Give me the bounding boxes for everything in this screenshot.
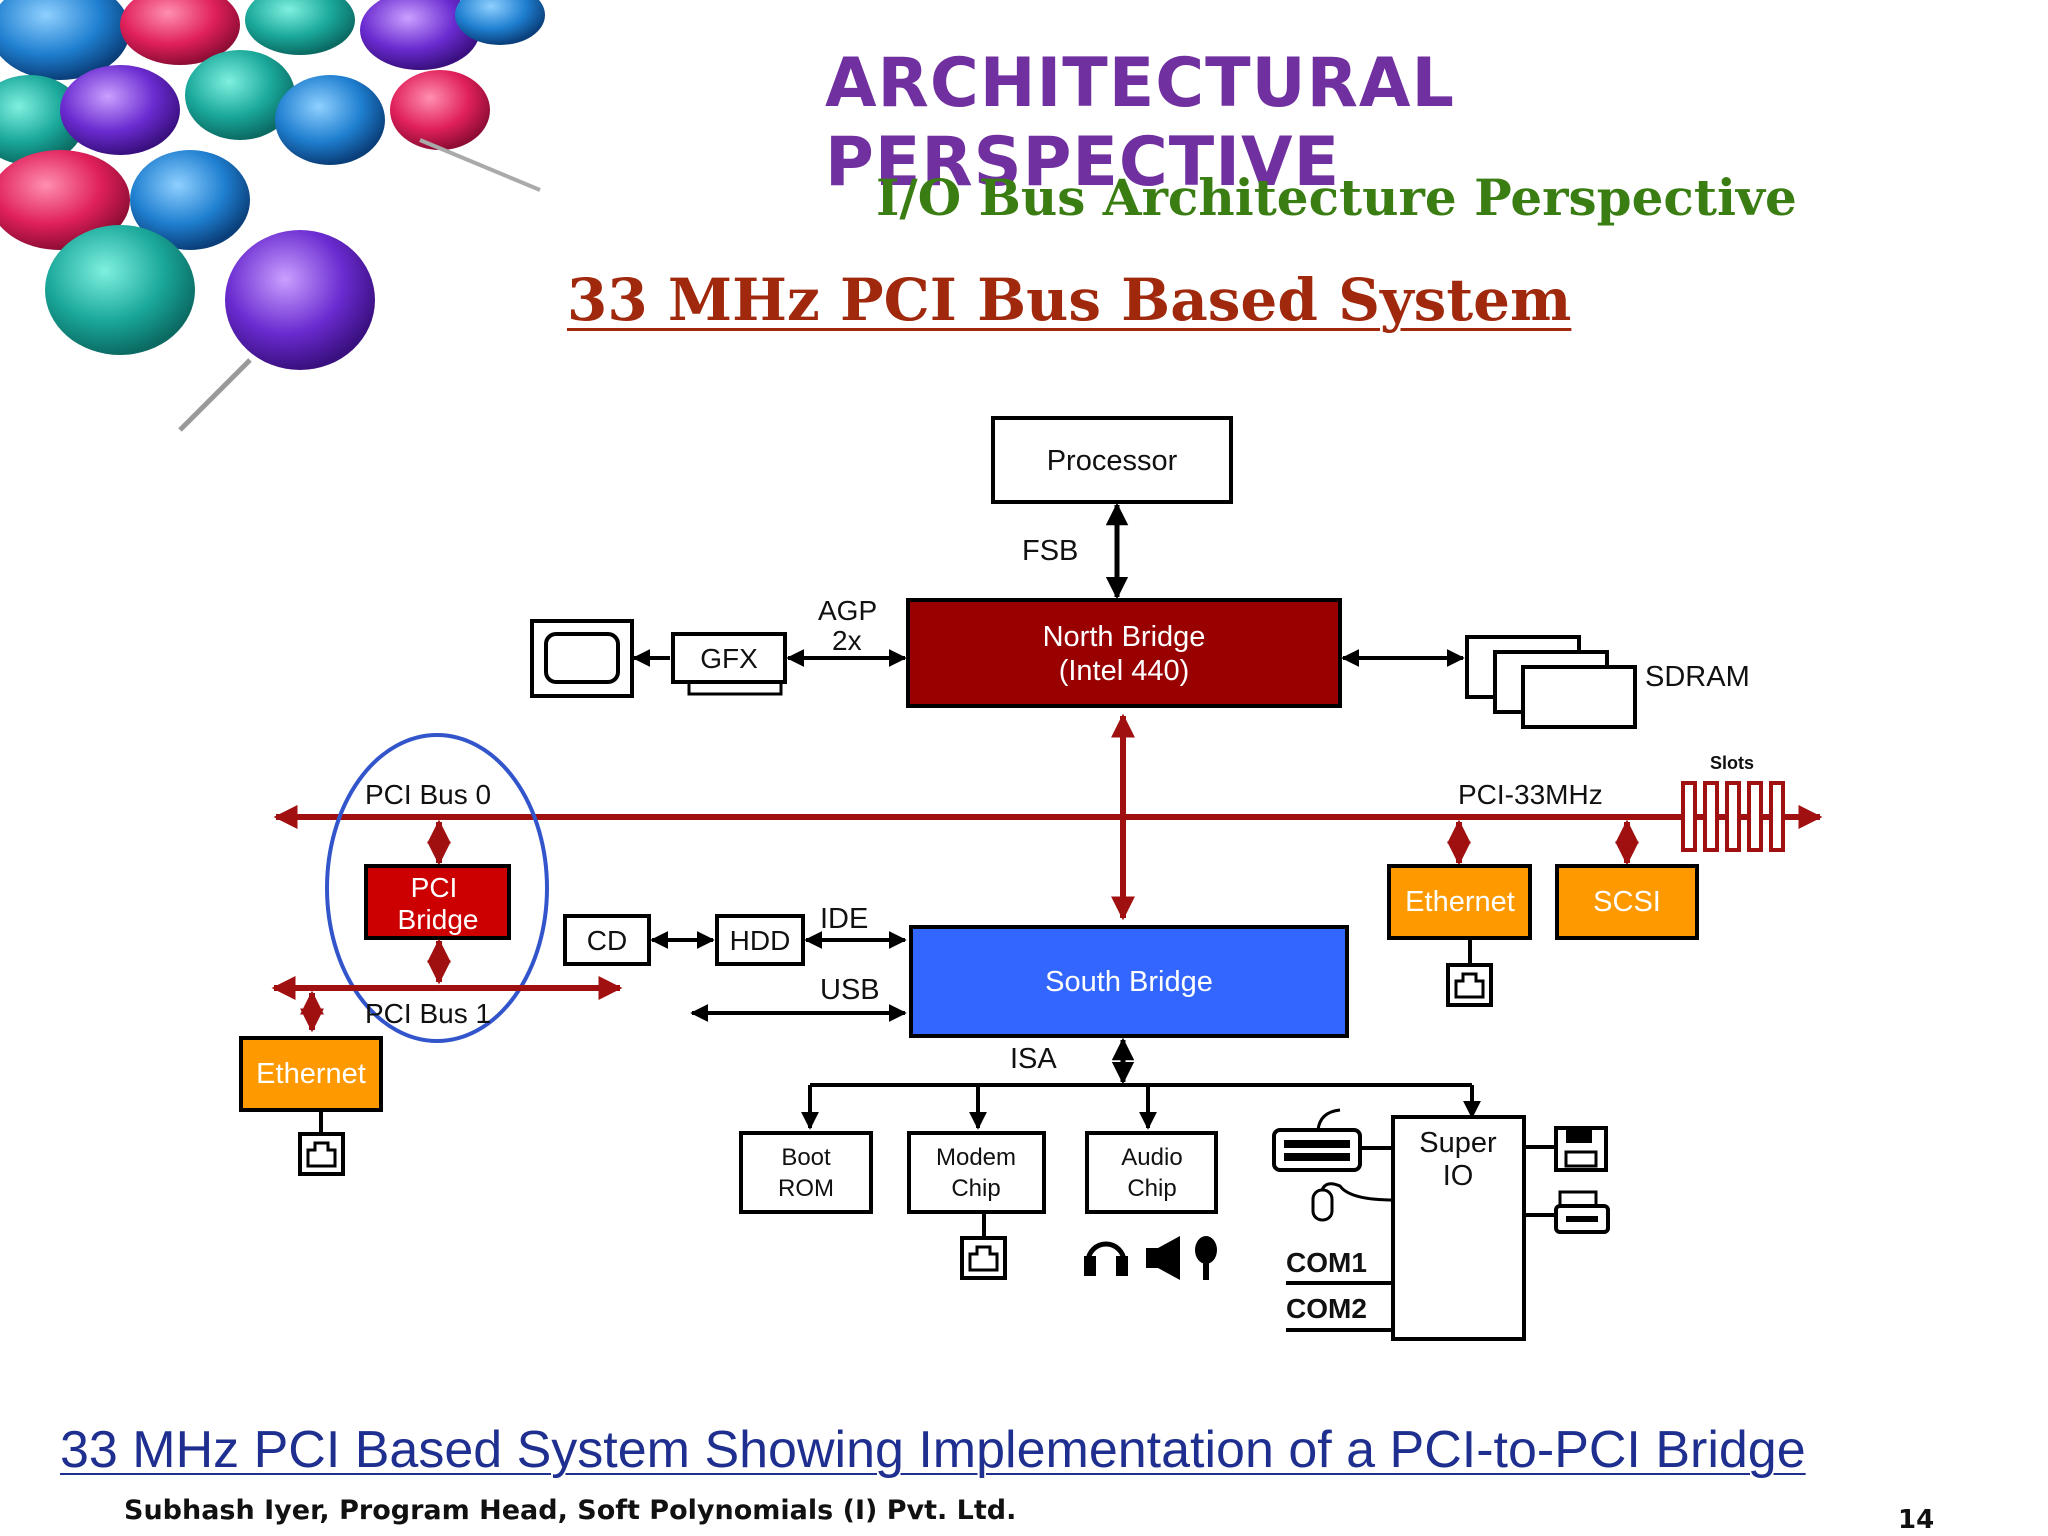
cd-label: CD — [587, 925, 627, 956]
slide-footer: Subhash Iyer, Program Head, Soft Polynom… — [124, 1495, 1017, 1526]
gfx-block: GFX — [671, 632, 787, 696]
agp-label-2: 2x — [832, 625, 862, 656]
audio-label-1: Audio — [1121, 1144, 1182, 1171]
boot-rom-label-1: Boot — [781, 1144, 831, 1171]
modem-chip-block: Modem Chip — [907, 1131, 1046, 1214]
north-bridge-label-1: North Bridge — [1043, 621, 1206, 653]
network-port-icon — [960, 1236, 1007, 1280]
microphone-icon — [1195, 1236, 1217, 1280]
cd-block: CD — [563, 914, 651, 966]
modem-label-1: Modem — [936, 1144, 1016, 1171]
south-bridge-label: South Bridge — [1045, 966, 1213, 998]
ethernet-right-label: Ethernet — [1405, 886, 1515, 918]
super-io-label-2: IO — [1443, 1160, 1474, 1192]
ide-label: IDE — [820, 903, 868, 935]
slide-caption: 33 MHz PCI Based System Showing Implemen… — [60, 1421, 1806, 1479]
south-bridge-block: South Bridge — [909, 925, 1349, 1038]
scsi-label: SCSI — [1593, 886, 1661, 918]
slide-title: ARCHITECTURAL PERSPECTIVE — [825, 44, 1455, 202]
sdram-modules — [1465, 635, 1637, 729]
ethernet-left-label: Ethernet — [256, 1058, 366, 1090]
north-bridge-label-2: (Intel 440) — [1059, 655, 1190, 687]
processor-block: Processor — [991, 416, 1233, 504]
super-io-label-1: Super — [1419, 1127, 1497, 1159]
page-number: 14 — [1898, 1505, 1935, 1535]
agp-label-1: AGP — [818, 595, 877, 626]
slide-subtitle: I/O Bus Architecture Perspective — [876, 168, 1797, 227]
processor-label: Processor — [1047, 445, 1178, 477]
sdram-label: SDRAM — [1645, 661, 1750, 693]
pci-33mhz-label: PCI-33MHz — [1458, 779, 1603, 810]
monitor-icon — [530, 619, 634, 698]
com1-label: COM1 — [1286, 1247, 1367, 1278]
usb-label: USB — [820, 974, 880, 1006]
keyboard-icon — [1272, 1108, 1362, 1172]
slide-heading: 33 MHz PCI Bus Based System — [567, 266, 1572, 334]
floppy-disk-icon — [1554, 1126, 1608, 1172]
audio-chip-block: Audio Chip — [1085, 1131, 1218, 1214]
network-port-icon — [298, 1132, 345, 1176]
bridge-highlight-circle — [325, 733, 549, 1043]
audio-label-2: Chip — [1127, 1175, 1176, 1202]
pci-bus-1-label: PCI Bus 1 — [365, 998, 491, 1029]
pci-bus-0-label: PCI Bus 0 — [365, 779, 491, 810]
slots-label: Slots — [1710, 753, 1754, 773]
hdd-block: HDD — [715, 914, 805, 966]
mouse-icon — [1311, 1182, 1395, 1222]
modem-label-2: Chip — [951, 1175, 1000, 1202]
super-io-block: Super IO — [1391, 1115, 1526, 1341]
printer-icon — [1554, 1190, 1610, 1234]
fsb-label: FSB — [1022, 535, 1078, 567]
network-port-icon — [1446, 963, 1493, 1007]
north-bridge-block: North Bridge (Intel 440) — [906, 598, 1342, 708]
boot-rom-block: Boot ROM — [739, 1131, 873, 1214]
scsi-block: SCSI — [1555, 864, 1699, 940]
gfx-label: GFX — [700, 643, 758, 674]
boot-rom-label-2: ROM — [778, 1175, 834, 1202]
pci-slots — [1681, 781, 1785, 852]
com2-label: COM2 — [1286, 1293, 1367, 1324]
ethernet-left-block: Ethernet — [239, 1036, 383, 1112]
isa-label: ISA — [1010, 1043, 1057, 1075]
speaker-icon — [1146, 1236, 1180, 1280]
push-pins-image — [0, 0, 560, 500]
pci-bridge-block: PCI Bridge — [364, 864, 511, 940]
headphone-icon — [1084, 1241, 1128, 1276]
pci-bridge-label-2: Bridge — [398, 904, 479, 935]
ethernet-right-block: Ethernet — [1387, 864, 1532, 940]
hdd-label: HDD — [730, 925, 791, 956]
pci-bridge-label-1: PCI — [411, 872, 458, 903]
